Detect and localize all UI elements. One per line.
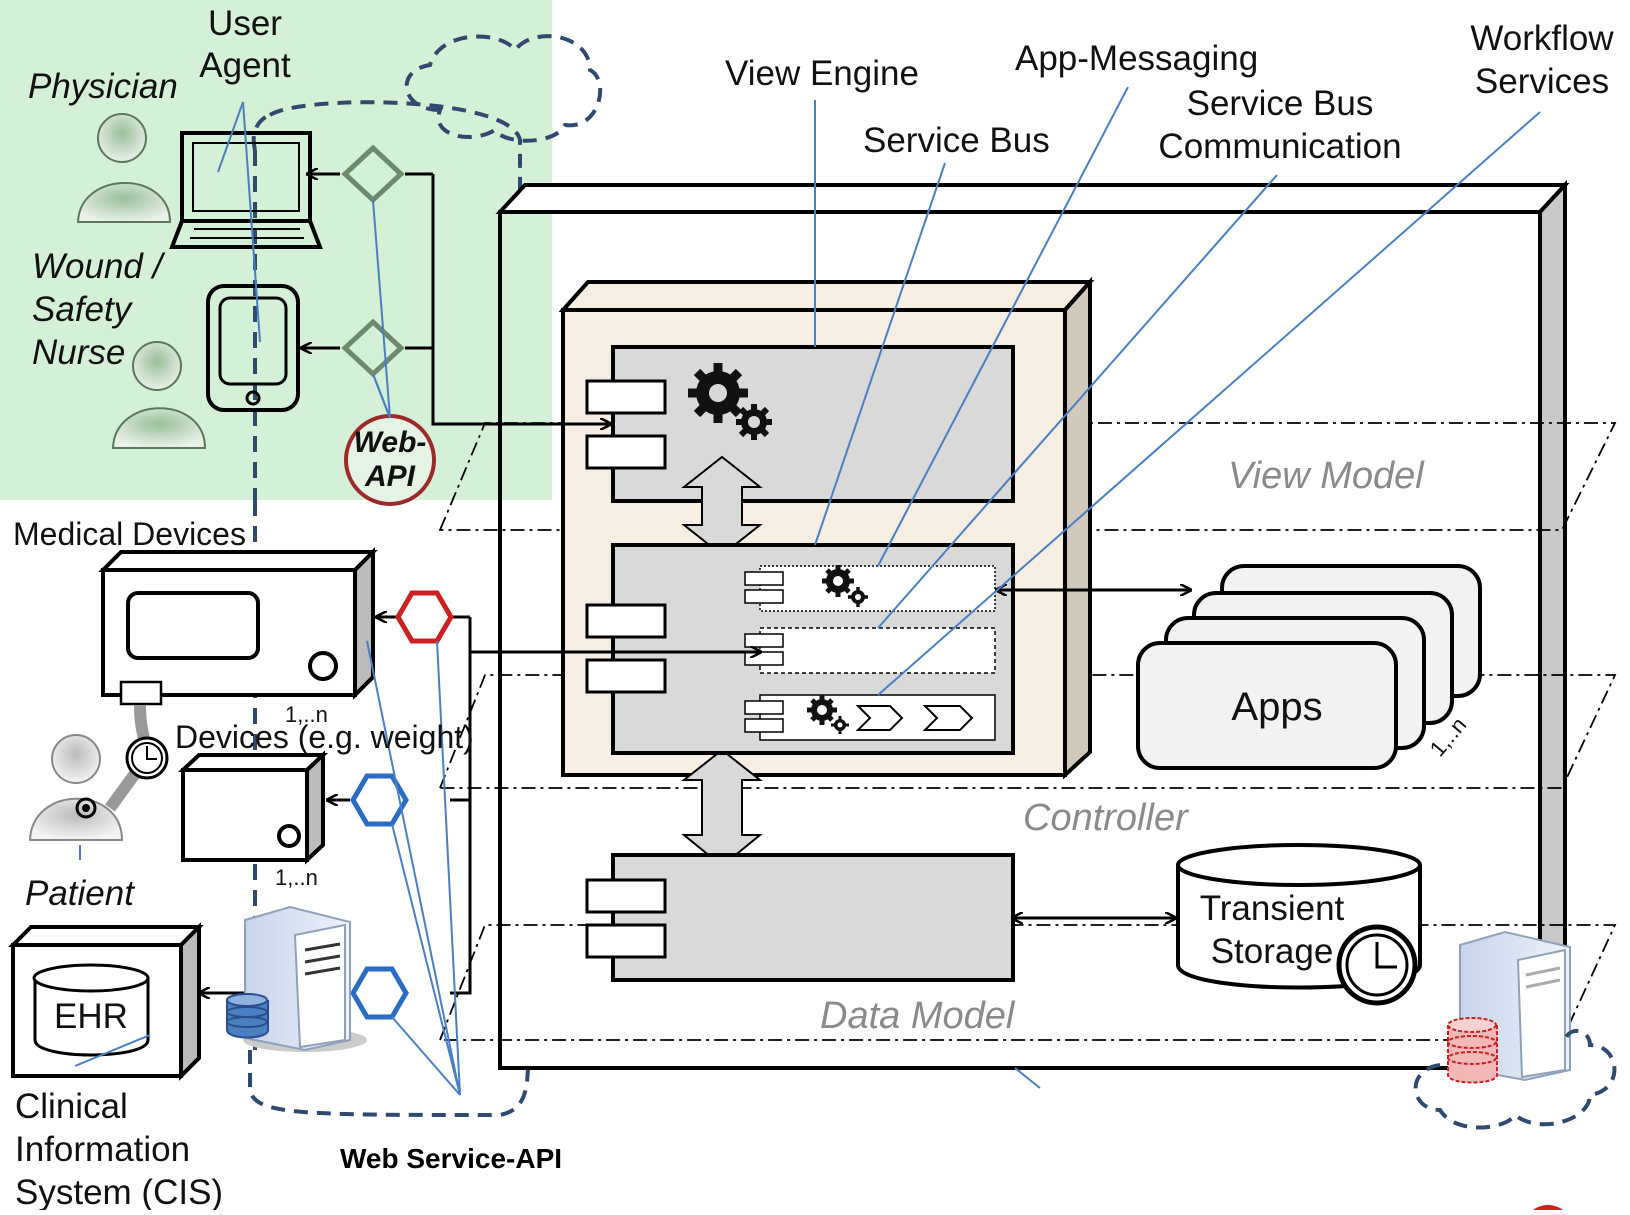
apps-stack <box>1136 564 1482 770</box>
view-engine-block <box>585 345 1015 503</box>
database-icon <box>226 993 269 1039</box>
physician-label: Physician <box>28 67 178 106</box>
apps-label: Apps <box>1231 685 1322 729</box>
patient-label: Patient <box>25 874 135 913</box>
patient-avatar <box>28 734 124 841</box>
gears-icon <box>688 363 772 440</box>
multiplicity-medical: 1,..n <box>285 702 328 727</box>
view-engine-label: View Engine <box>725 54 919 93</box>
weight-device-icon <box>177 750 329 865</box>
view-model-label: View Model <box>1228 455 1425 497</box>
data-model-block <box>585 853 1015 982</box>
database-icon <box>1447 1017 1498 1084</box>
service-bus-label: Service Bus <box>863 121 1050 160</box>
server-icon <box>1447 930 1571 1084</box>
physician-avatar <box>76 113 172 223</box>
devices-label: Devices (e.g. weight) <box>175 719 474 755</box>
tablet-icon <box>206 284 300 412</box>
clock-icon <box>1336 924 1418 1006</box>
multiplicity-devices: 1,..n <box>275 865 318 890</box>
connectors <box>200 174 1190 993</box>
web-service-api-label: Web Service-API <box>340 1143 562 1174</box>
callout-lines <box>74 86 1541 1096</box>
data-model-label: Data Model <box>820 995 1016 1037</box>
corner-marker <box>1528 1205 1568 1215</box>
user-zone <box>0 0 552 500</box>
cloud-bottom-right <box>1413 1029 1617 1130</box>
workflow-chevrons-icon <box>855 705 974 731</box>
controller-block <box>585 543 1015 755</box>
medical-device-icon <box>98 547 378 812</box>
hexagon-medical-device <box>395 590 454 644</box>
nurse-avatar <box>111 341 207 449</box>
gears-icon <box>822 565 868 607</box>
hexagon-cis <box>350 966 409 1020</box>
gears-icon <box>807 695 849 734</box>
server-icon <box>226 905 367 1052</box>
hexagon-device <box>350 773 409 827</box>
controller-label: Controller <box>1023 797 1189 839</box>
app-messaging-label: App-Messaging <box>1015 39 1258 78</box>
cis-box <box>8 922 204 1081</box>
mvc-frame <box>495 179 1570 1073</box>
ehr-label: EHR <box>54 997 128 1036</box>
web-api-label: Web-API <box>354 426 427 493</box>
medical-devices-label: Medical Devices <box>13 516 246 552</box>
